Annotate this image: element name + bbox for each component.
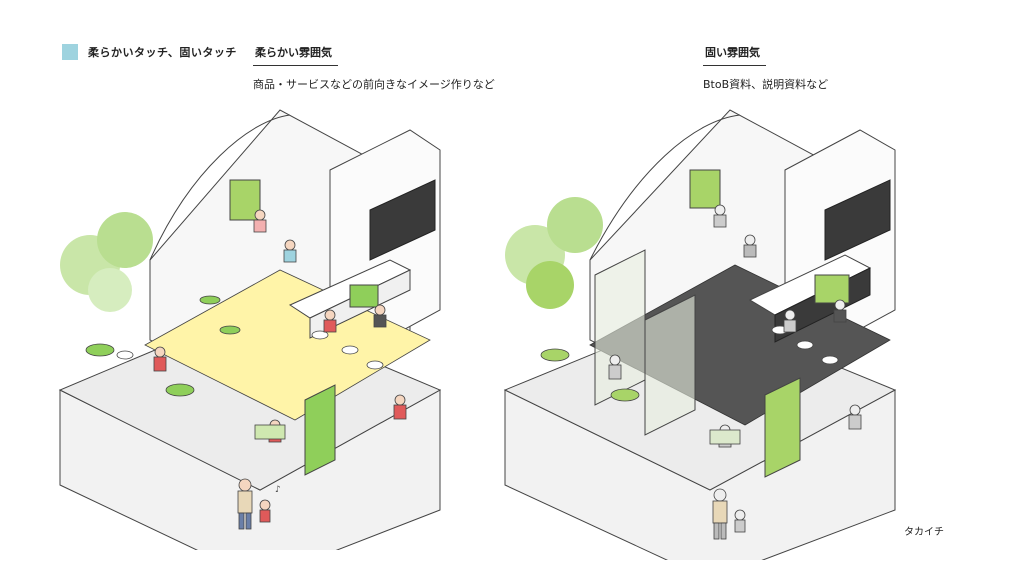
tree-left (60, 212, 153, 312)
right-caption: 固い雰囲気 BtoB資料、説明資料など (703, 44, 828, 92)
left-caption: 柔らかい雰囲気 商品・サービスなどの前向きなイメージ作りなど (253, 44, 495, 92)
hard-cafe-illustration (503, 109, 897, 560)
right-title: 固い雰囲気 (703, 44, 766, 66)
soft-cafe-illustration: ♪ (58, 109, 442, 550)
legend: 柔らかいタッチ、固いタッチ (62, 44, 237, 60)
right-subtitle: BtoB資料、説明資料など (703, 78, 829, 91)
svg-text:♪: ♪ (275, 485, 281, 495)
legend-label: 柔らかいタッチ、固いタッチ (88, 46, 237, 59)
tree-right (505, 197, 603, 309)
legend-swatch (62, 44, 78, 60)
artist-signature: タカイチ (904, 527, 944, 538)
left-subtitle: 商品・サービスなどの前向きなイメージ作りなど (253, 78, 495, 91)
left-title: 柔らかい雰囲気 (253, 44, 338, 66)
